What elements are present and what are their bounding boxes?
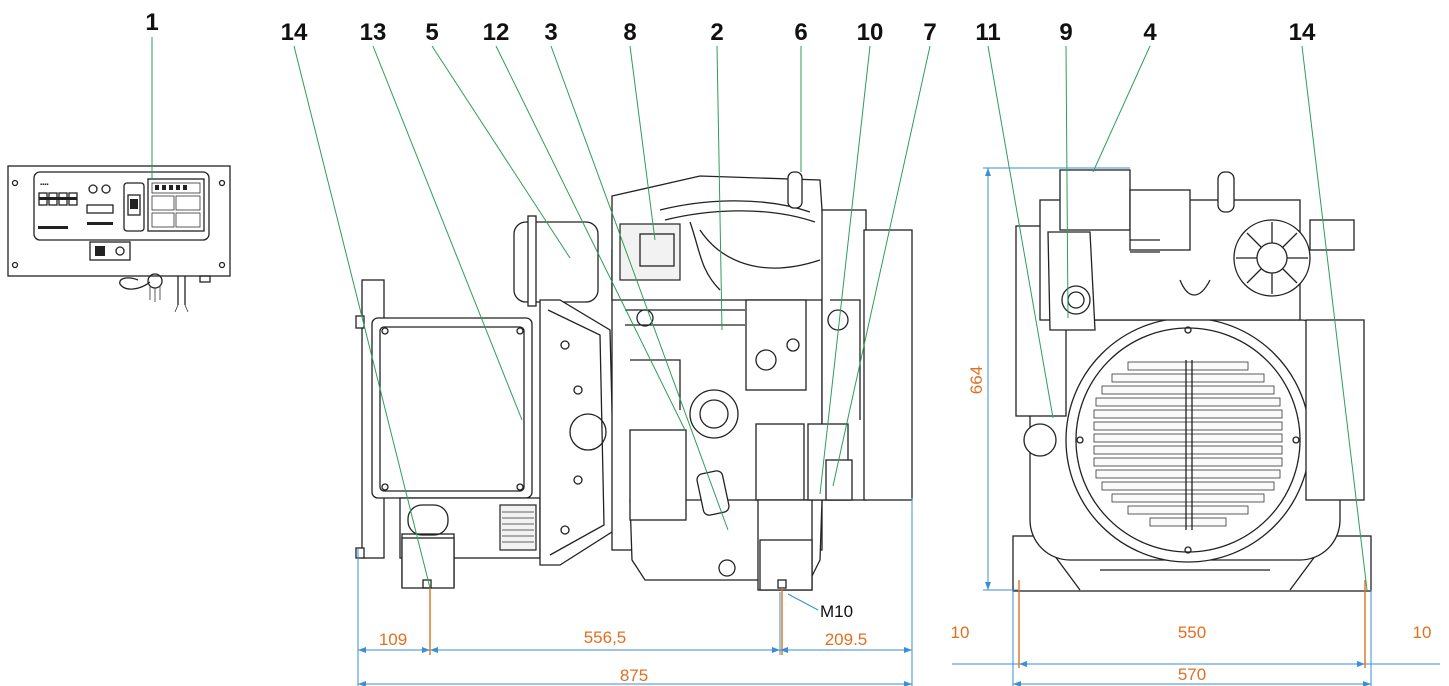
- dim-10-left: 10: [951, 623, 970, 642]
- callout-numbers: 1 14 13 5 12 3 8 2 6 10 7 11 9 4 14: [145, 9, 1316, 46]
- callout-8: 8: [623, 19, 636, 46]
- callout-9: 9: [1059, 19, 1072, 46]
- side-view-dimensions: 109 556,5 209.5 875 M10: [357, 498, 913, 686]
- dim-10-right: 10: [1413, 623, 1432, 642]
- callout-10: 10: [857, 19, 884, 46]
- dim-550: 550: [1178, 623, 1206, 642]
- callout-11: 11: [975, 19, 1000, 46]
- front-view-dimensions: 664 10 550 10 570: [951, 167, 1440, 686]
- callout-14-left: 14: [281, 19, 308, 46]
- dim-109: 109: [379, 630, 407, 649]
- callout-4: 4: [1143, 19, 1157, 46]
- dim-209-5: 209.5: [825, 630, 868, 649]
- control-panel-drawing: ▪▪▪▪: [7, 165, 231, 313]
- dim-570: 570: [1178, 665, 1206, 684]
- callout-6: 6: [794, 19, 807, 46]
- callout-3: 3: [544, 19, 557, 46]
- callout-13: 13: [360, 19, 387, 46]
- svg-text:▪▪▪▪: ▪▪▪▪: [40, 182, 49, 188]
- callout-12: 12: [483, 19, 510, 46]
- leader-lines: [151, 37, 1368, 591]
- callout-14-right: 14: [1289, 19, 1316, 46]
- dim-875: 875: [620, 666, 648, 685]
- callout-5: 5: [425, 19, 438, 46]
- front-view-drawing: [1012, 169, 1372, 592]
- dim-m10: M10: [820, 602, 853, 621]
- callout-7: 7: [923, 19, 936, 46]
- dim-556-5: 556,5: [584, 628, 627, 647]
- callout-2: 2: [710, 19, 723, 46]
- callout-1: 1: [145, 9, 158, 36]
- dim-664: 664: [967, 366, 986, 394]
- side-view-drawing: [355, 171, 913, 591]
